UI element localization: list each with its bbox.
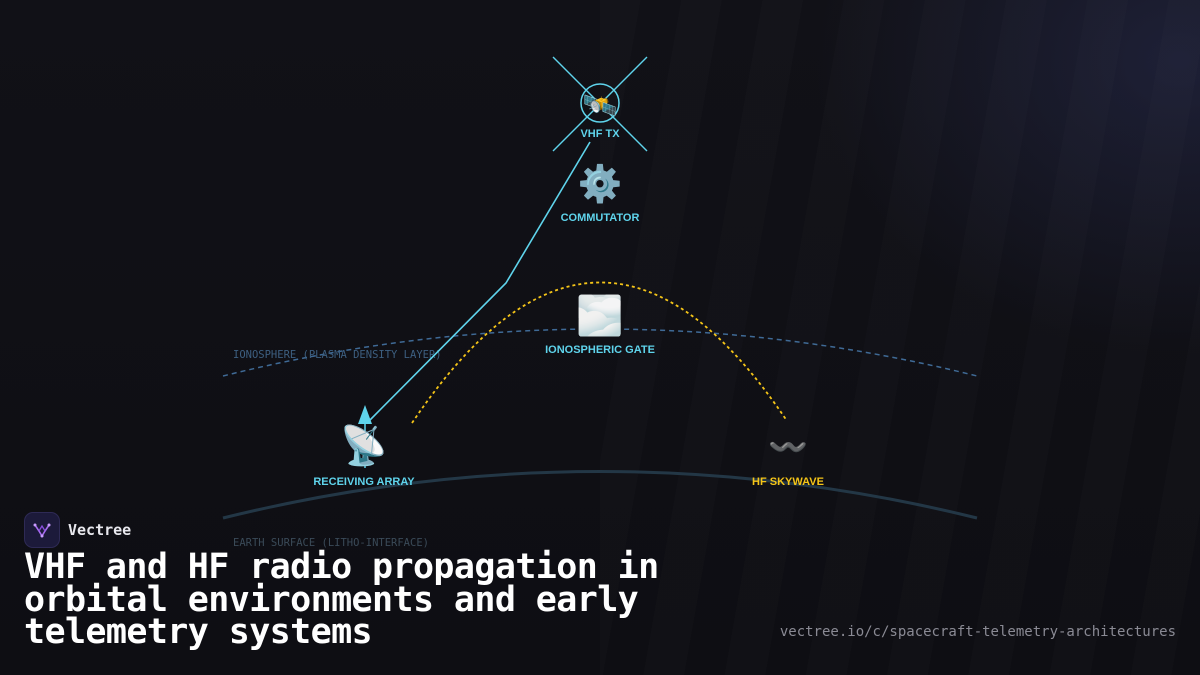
satellite-icon: 🛰️ xyxy=(583,89,618,122)
page-url[interactable]: vectree.io/c/spacecraft-telemetry-archit… xyxy=(779,624,1176,640)
brand-name: Vectree xyxy=(68,521,132,539)
vectree-logo-icon xyxy=(24,512,60,548)
earth-surface-line xyxy=(222,470,978,520)
brand: Vectree xyxy=(24,512,131,548)
hf-skywave-path xyxy=(411,281,788,424)
earth-surface-label: EARTH SURFACE (LITHO-INTERFACE) xyxy=(233,537,429,549)
vhf-tx-label: VHF TX xyxy=(580,128,620,140)
gear-icon: ⚙️ xyxy=(578,163,623,205)
vhf-signal-path xyxy=(369,141,591,421)
wavy-dash-icon: 〰️ xyxy=(768,428,808,466)
vhf-tx-crosshair-icon xyxy=(552,56,648,152)
receiving-array-label: RECEIVING ARRAY xyxy=(313,476,415,488)
ionosphere-label: IONOSPHERE (PLASMA DENSITY LAYER) xyxy=(233,349,442,361)
antenna-marker-icon xyxy=(358,405,372,468)
commutator-label: COMMUTATOR xyxy=(561,212,640,224)
background-rays xyxy=(600,0,1200,675)
fog-icon: 🌫️ xyxy=(576,294,623,338)
ionosphere-line xyxy=(222,328,978,377)
ionospheric-gate-label: IONOSPHERIC GATE xyxy=(545,344,655,356)
satellite-dish-icon: 📡 xyxy=(340,422,387,468)
page-title: VHF and HF radio propagation in orbital … xyxy=(24,547,659,652)
hf-skywave-label: HF SKYWAVE xyxy=(752,476,824,488)
